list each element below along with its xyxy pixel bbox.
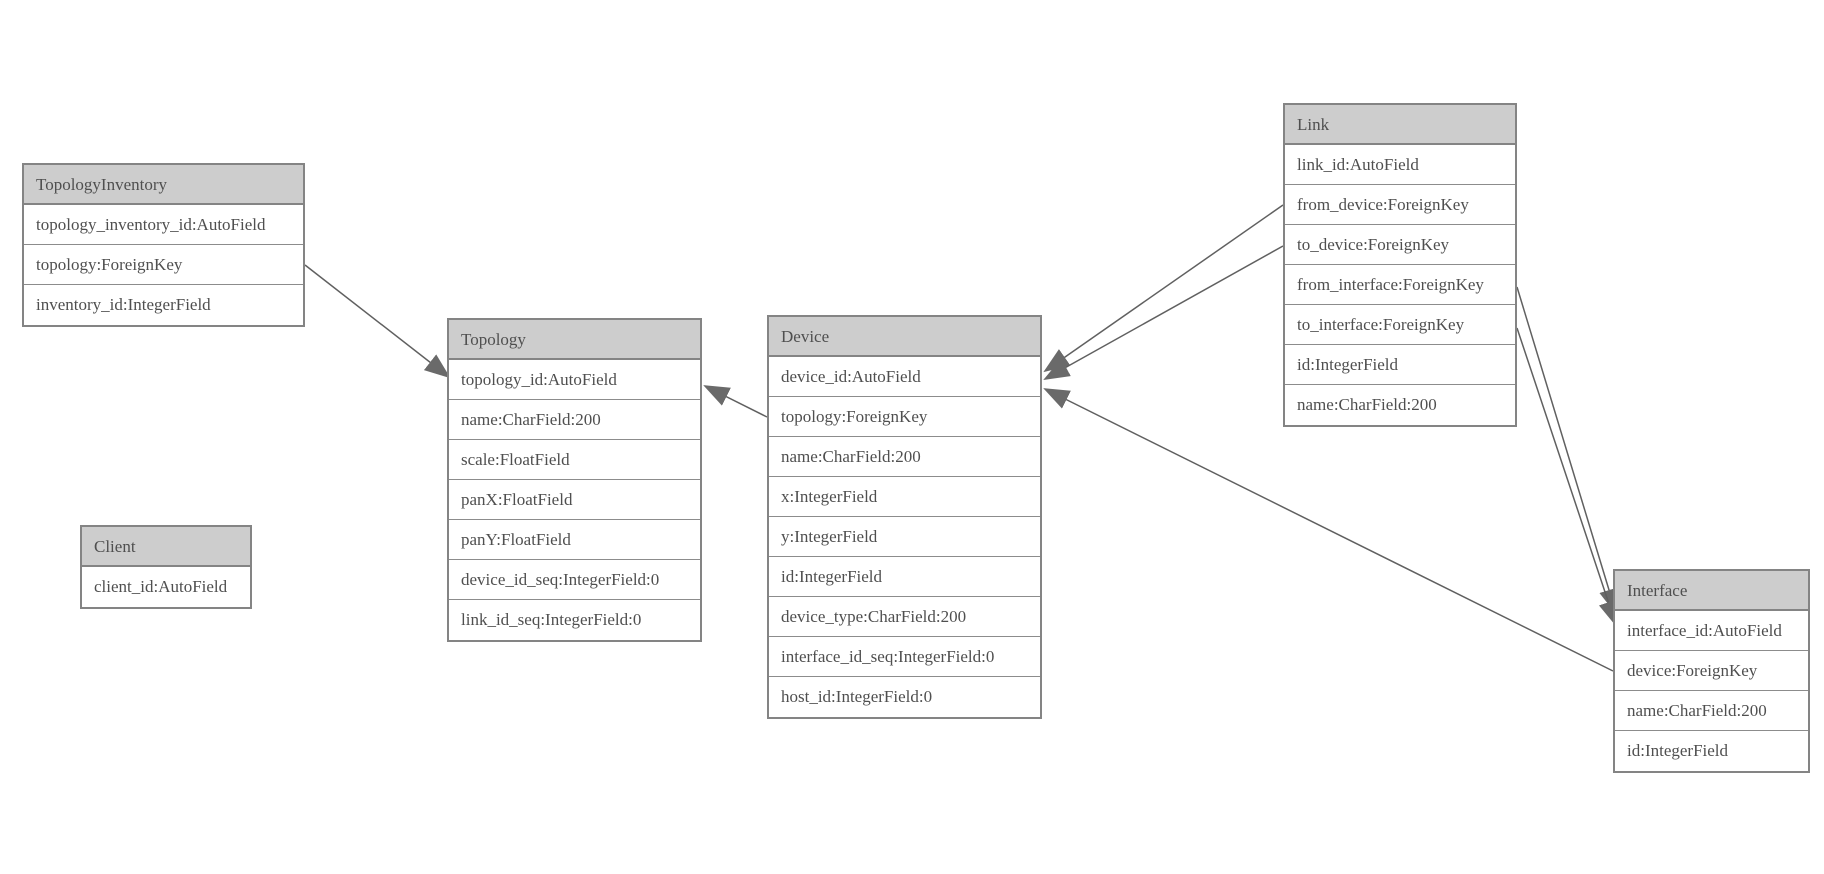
field-row: interface_id:AutoField (1615, 611, 1808, 651)
entity-title: Device (769, 317, 1040, 357)
entity-topology-inventory: TopologyInventory topology_inventory_id:… (22, 163, 305, 327)
field-row: panY:FloatField (449, 520, 700, 560)
field-row: device_id_seq:IntegerField:0 (449, 560, 700, 600)
field-row: id:IntegerField (1285, 345, 1515, 385)
field-row: inventory_id:IntegerField (24, 285, 303, 325)
field-row: device_id:AutoField (769, 357, 1040, 397)
field-row: device_type:CharField:200 (769, 597, 1040, 637)
field-row: topology_inventory_id:AutoField (24, 205, 303, 245)
relation-line (1043, 245, 1284, 380)
field-row: to_interface:ForeignKey (1285, 305, 1515, 345)
relation-line (304, 264, 451, 379)
field-row: topology:ForeignKey (24, 245, 303, 285)
entity-title: Link (1285, 105, 1515, 145)
field-row: from_device:ForeignKey (1285, 185, 1515, 225)
field-row: id:IntegerField (769, 557, 1040, 597)
field-row: client_id:AutoField (82, 567, 250, 607)
field-row: link_id:AutoField (1285, 145, 1515, 185)
field-row: panX:FloatField (449, 480, 700, 520)
field-row: host_id:IntegerField:0 (769, 677, 1040, 717)
relation-line (1516, 286, 1619, 615)
field-row: id:IntegerField (1615, 731, 1808, 771)
entity-title: Topology (449, 320, 700, 360)
entity-title: TopologyInventory (24, 165, 303, 205)
field-row: from_interface:ForeignKey (1285, 265, 1515, 305)
field-row: topology_id:AutoField (449, 360, 700, 400)
entity-field-list: client_id:AutoField (82, 567, 250, 607)
entity-client: Client client_id:AutoField (80, 525, 252, 609)
field-row: device:ForeignKey (1615, 651, 1808, 691)
relation-line (1516, 327, 1618, 627)
field-row: to_device:ForeignKey (1285, 225, 1515, 265)
entity-title: Interface (1615, 571, 1808, 611)
entity-title: Client (82, 527, 250, 567)
field-row: interface_id_seq:IntegerField:0 (769, 637, 1040, 677)
relation-line (703, 385, 768, 418)
field-row: name:CharField:200 (769, 437, 1040, 477)
relation-line (1043, 388, 1614, 672)
relation-line (1043, 204, 1284, 373)
field-row: x:IntegerField (769, 477, 1040, 517)
field-row: name:CharField:200 (1285, 385, 1515, 425)
field-row: name:CharField:200 (1615, 691, 1808, 731)
field-row: name:CharField:200 (449, 400, 700, 440)
field-row: link_id_seq:IntegerField:0 (449, 600, 700, 640)
field-row: topology:ForeignKey (769, 397, 1040, 437)
field-row: y:IntegerField (769, 517, 1040, 557)
field-row: scale:FloatField (449, 440, 700, 480)
